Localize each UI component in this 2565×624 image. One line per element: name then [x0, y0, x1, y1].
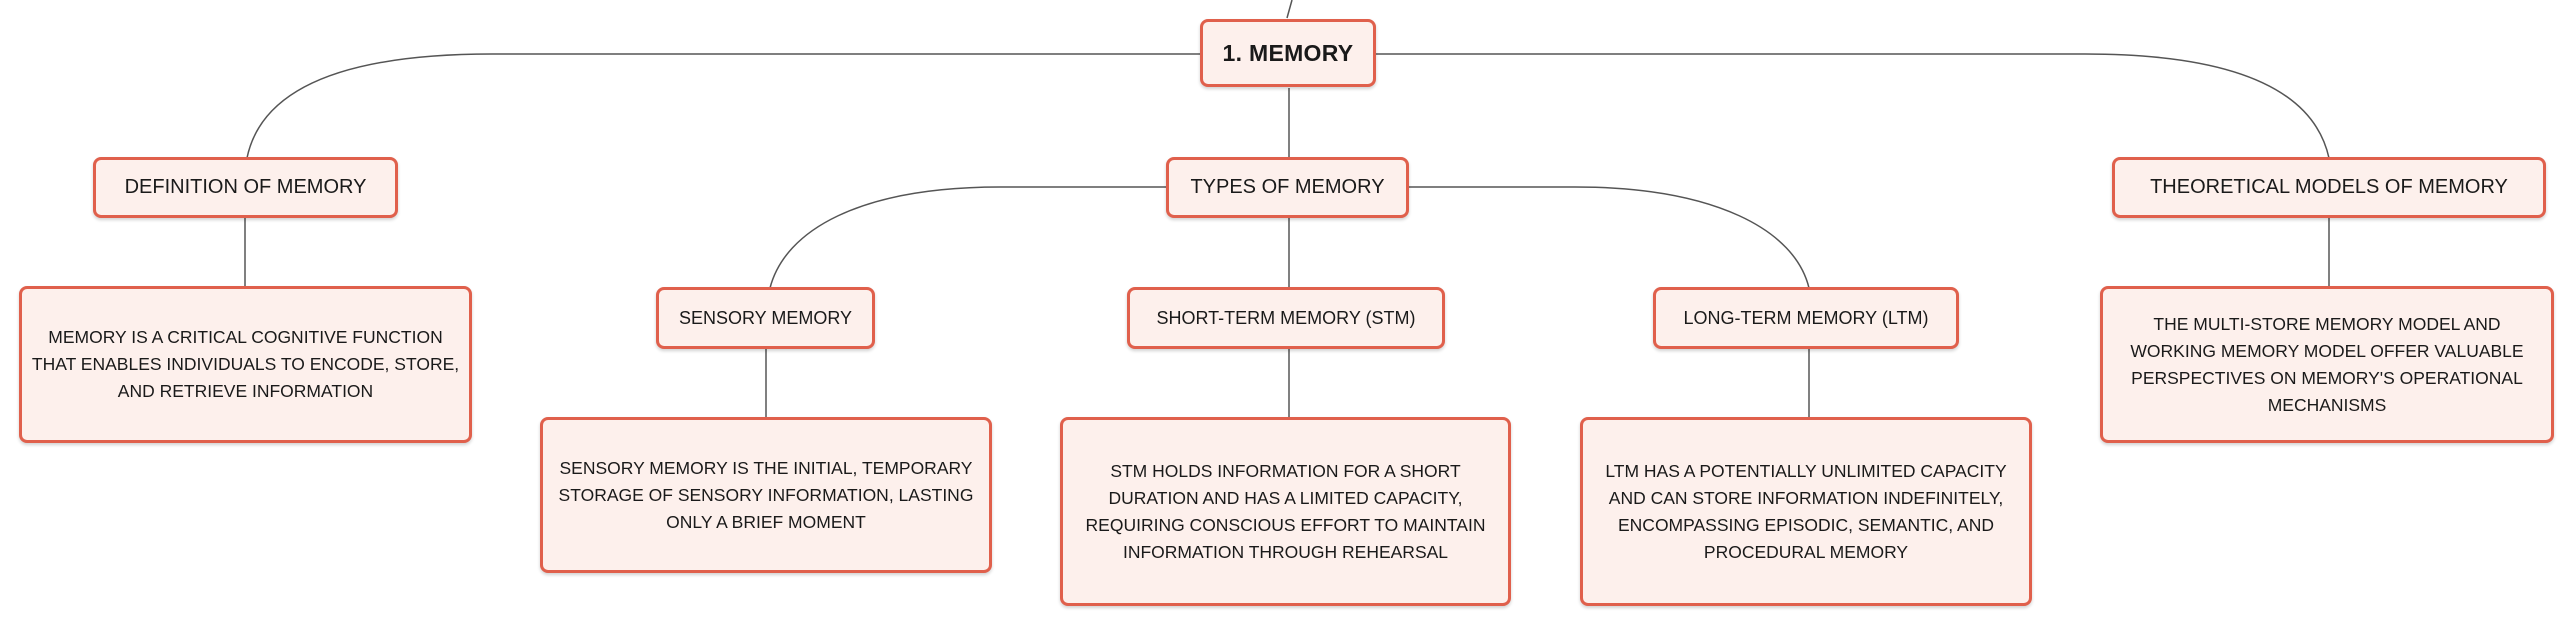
connector-root-models	[1375, 53, 2330, 159]
types-of-memory-node[interactable]: TYPES OF MEMORY	[1166, 157, 1409, 218]
long-term-memory-node[interactable]: LONG-TERM MEMORY (LTM)	[1653, 287, 1959, 349]
short-term-memory-node[interactable]: SHORT-TERM MEMORY (STM)	[1127, 287, 1445, 349]
stm-description-node[interactable]: STM HOLDS INFORMATION FOR A SHORT DURATI…	[1060, 417, 1511, 606]
connector-types-sensory	[769, 186, 1167, 289]
root-node[interactable]: 1. MEMORY	[1200, 19, 1376, 87]
definition-description-node[interactable]: MEMORY IS A CRITICAL COGNITIVE FUNCTION …	[19, 286, 472, 443]
connector-root-definition	[246, 53, 1203, 159]
connector-types-ltm	[1408, 186, 1810, 289]
sensory-memory-node[interactable]: SENSORY MEMORY	[656, 287, 875, 349]
ltm-description-node[interactable]: LTM HAS A POTENTIALLY UNLIMITED CAPACITY…	[1580, 417, 2032, 606]
theoretical-models-node[interactable]: THEORETICAL MODELS OF MEMORY	[2112, 157, 2546, 218]
connector-root-parent	[1286, 0, 1293, 19]
models-description-node[interactable]: THE MULTI-STORE MEMORY MODEL AND WORKING…	[2100, 286, 2554, 443]
definition-of-memory-node[interactable]: DEFINITION OF MEMORY	[93, 157, 398, 218]
sensory-memory-description-node[interactable]: SENSORY MEMORY IS THE INITIAL, TEMPORARY…	[540, 417, 992, 573]
